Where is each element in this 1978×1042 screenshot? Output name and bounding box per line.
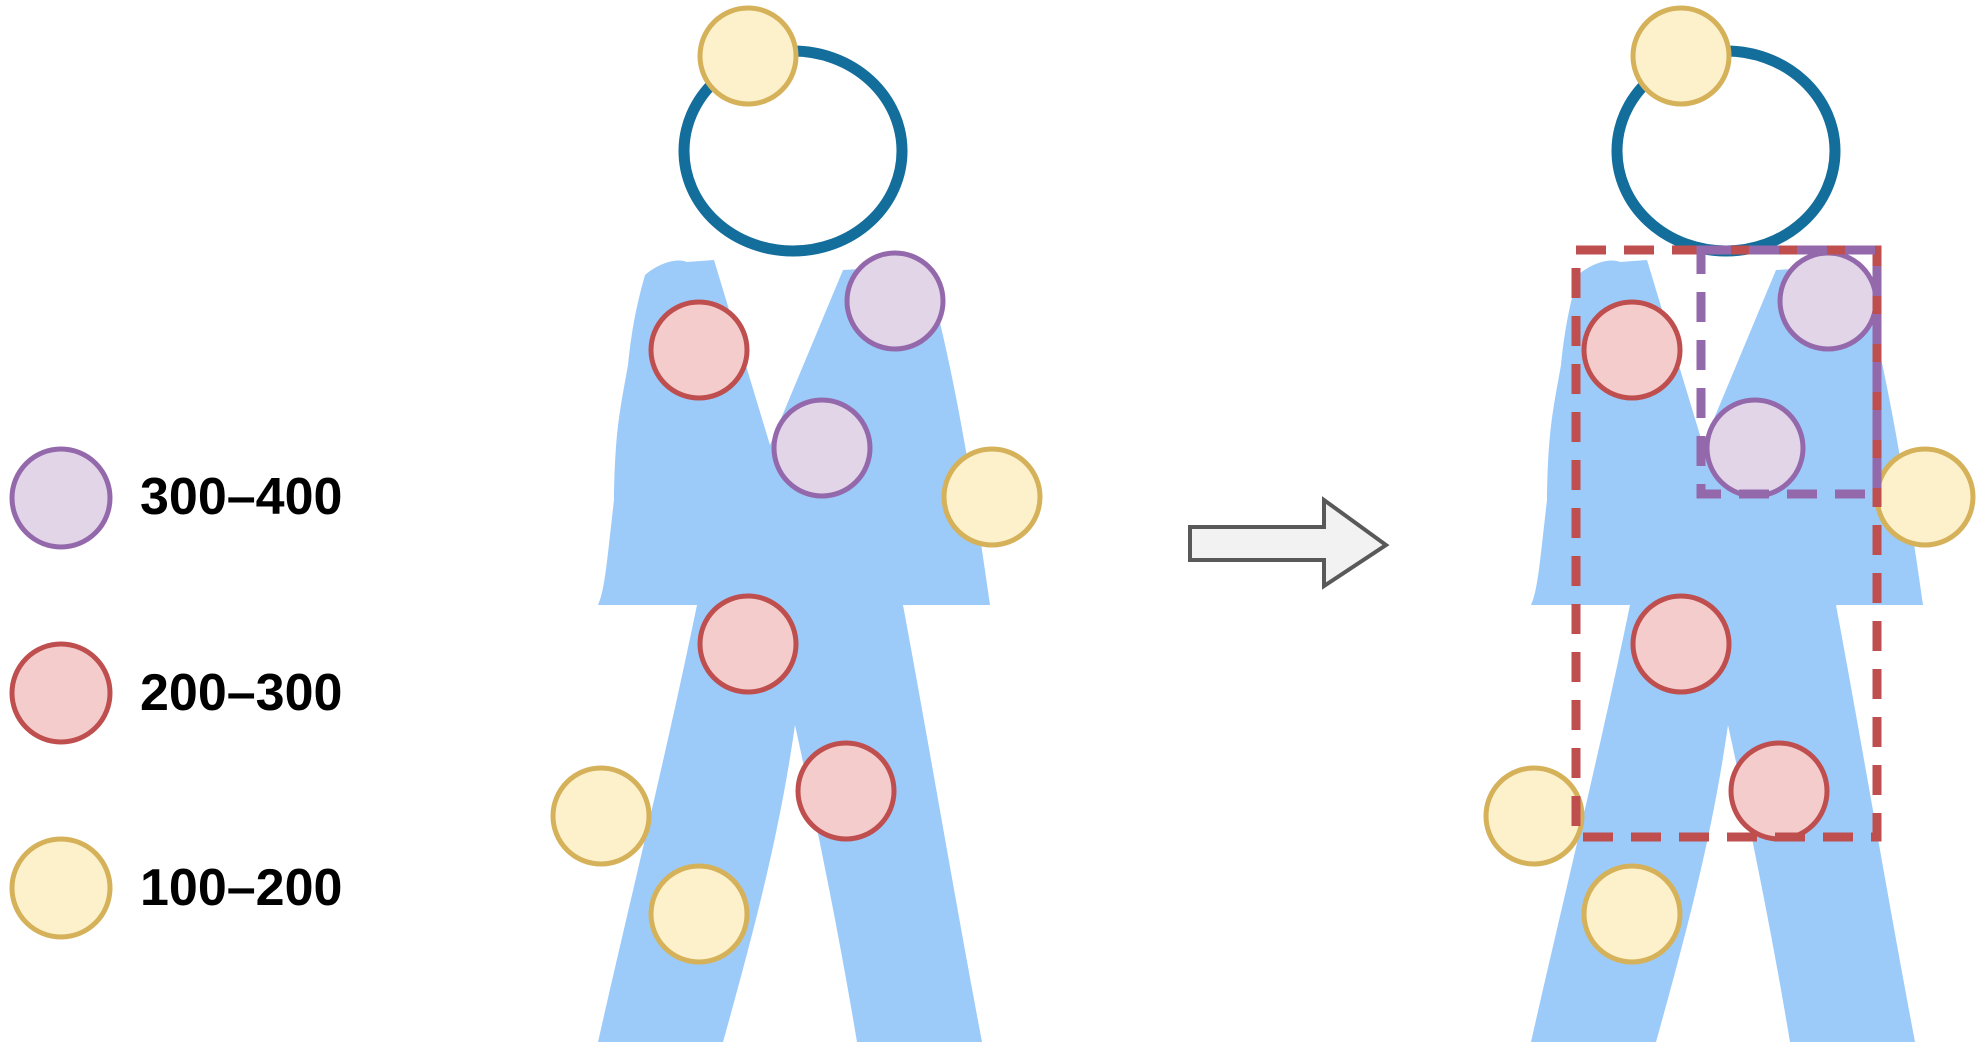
legend-label-100-200: 100–200: [140, 859, 342, 917]
marker-100-200: [1483, 765, 1585, 867]
figure-left-right-leg: [792, 605, 982, 1042]
legend-swatch-300-400: [9, 446, 113, 550]
legend-item-200-300: 200–300: [9, 641, 342, 745]
legend-swatch-200-300: [9, 641, 113, 745]
marker-300-400: [771, 397, 873, 499]
marker-200-300: [648, 299, 750, 401]
marker-300-400: [1777, 250, 1879, 352]
marker-100-200: [941, 446, 1043, 548]
figure-right-right-leg: [1725, 605, 1915, 1042]
marker-100-200: [648, 863, 750, 965]
marker-200-300: [1630, 593, 1732, 695]
figure-left: [550, 5, 1043, 1042]
marker-200-300: [795, 740, 897, 842]
marker-300-400: [844, 250, 946, 352]
figure-right-left-leg: [1531, 605, 1744, 1042]
marker-200-300: [1581, 299, 1683, 401]
legend-label-200-300: 200–300: [140, 664, 342, 722]
legend-swatch-100-200: [9, 836, 113, 940]
legend-label-300-400: 300–400: [140, 468, 342, 526]
marker-100-200: [1630, 5, 1732, 107]
transition-arrow: [1188, 496, 1390, 590]
marker-100-200: [550, 765, 652, 867]
legend-item-100-200: 100–200: [9, 836, 342, 940]
marker-100-200: [1874, 446, 1976, 548]
marker-100-200: [697, 5, 799, 107]
marker-200-300: [697, 593, 799, 695]
marker-100-200: [1581, 863, 1683, 965]
legend-item-300-400: 300–400: [9, 446, 342, 550]
marker-200-300: [1728, 740, 1830, 842]
figure-left-left-leg: [598, 605, 811, 1042]
legend: 300–400 200–300 100–200: [9, 446, 342, 940]
bounding-box-300-400: [1696, 245, 1882, 499]
figure-right: [1483, 5, 1976, 1042]
marker-300-400: [1704, 397, 1806, 499]
